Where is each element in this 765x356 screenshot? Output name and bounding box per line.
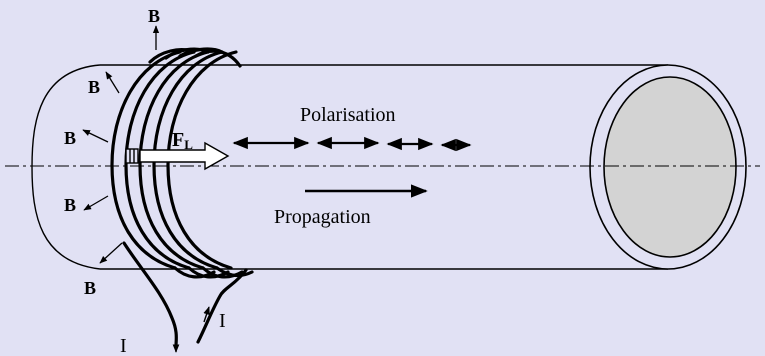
current-label-left: I — [120, 335, 127, 356]
b-label-middle: B — [64, 128, 76, 148]
polarisation-arrows — [232, 136, 472, 152]
coil-bottom-arc-4 — [215, 266, 254, 278]
coil-loop-2 — [124, 50, 196, 270]
tube-end-face — [603, 76, 737, 258]
coil-loop-5 — [166, 50, 238, 270]
antenna-coil — [110, 47, 254, 348]
force-label: FL — [172, 129, 193, 152]
coil-loop-4 — [152, 50, 224, 270]
tube-right-end — [589, 64, 747, 270]
b-arrow-middle — [82, 129, 109, 143]
force-label-main: F — [172, 129, 184, 151]
b-label-upper: B — [88, 77, 100, 97]
coil-loop-3 — [138, 50, 210, 270]
coil-bottom-arc-3 — [201, 266, 244, 279]
b-arrow-upper — [105, 71, 120, 94]
current-label-right: I — [219, 310, 226, 332]
propagation-label: Propagation — [274, 206, 371, 228]
b-label-top: B — [148, 6, 160, 26]
coil-lead-right — [196, 268, 248, 344]
force-arrow-base-marks — [125, 148, 139, 164]
polarisation-label: Polarisation — [300, 104, 396, 126]
coil-top-arc-4 — [194, 49, 242, 68]
tube-left-end — [31, 64, 101, 270]
b-arrow-bottom — [99, 242, 123, 264]
force-arrow-body — [139, 141, 230, 171]
coil-loop-1 — [110, 50, 182, 270]
lorentz-force-arrow — [125, 141, 230, 171]
b-label-lower: B — [64, 195, 76, 215]
current-arrow-right — [203, 306, 210, 323]
b-label-bottom: B — [84, 278, 96, 298]
b-arrow-lower — [83, 195, 109, 211]
b-field-arrows — [82, 25, 160, 264]
force-label-subscript: L — [184, 137, 193, 152]
